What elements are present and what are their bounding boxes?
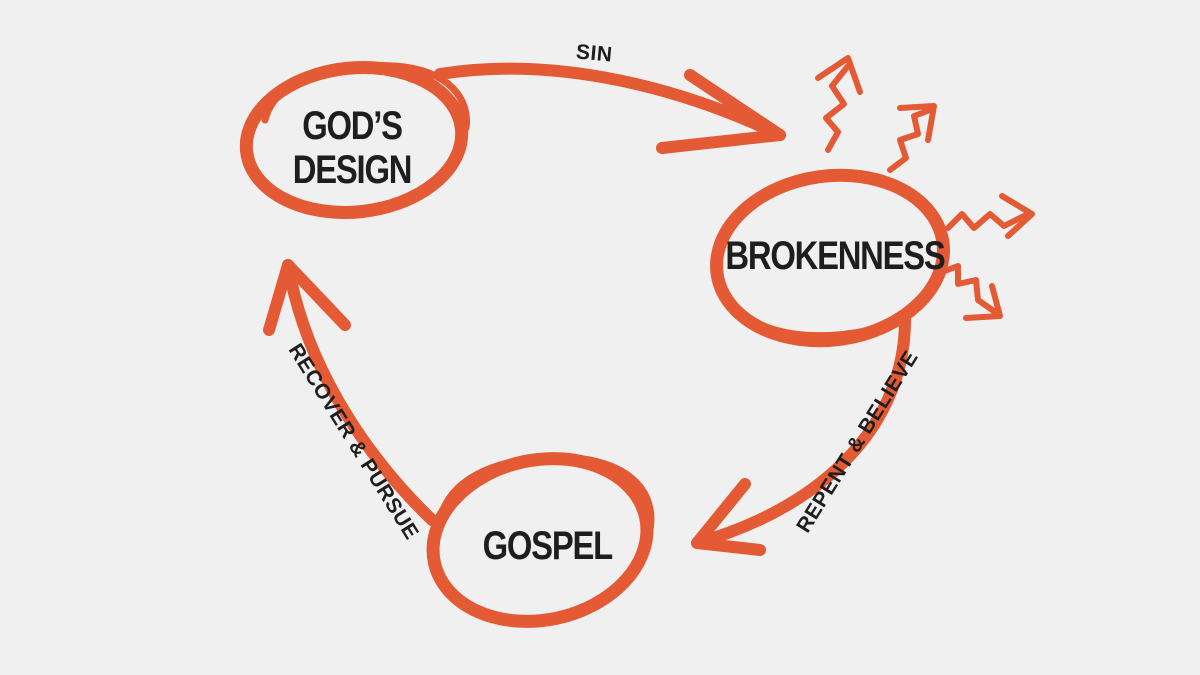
- gods-design-circle: [239, 61, 470, 219]
- gods-design-line1: GOD’S: [302, 104, 403, 148]
- gospel-circle: [426, 452, 655, 628]
- brokenness-label: BROKENNESS: [725, 234, 945, 278]
- gospel-label: GOSPEL: [482, 524, 614, 568]
- brokenness-rays: [815, 55, 1035, 321]
- gods-design-line2: DESIGN: [292, 148, 413, 192]
- gods-design-label: GOD’S DESIGN: [286, 104, 417, 192]
- repent-believe-arrow: [691, 314, 911, 556]
- brokenness-circle: [710, 168, 950, 348]
- sin-label: SIN: [575, 40, 614, 67]
- recover-pursue-arrow: [263, 259, 438, 526]
- sin-arrow: [434, 62, 786, 154]
